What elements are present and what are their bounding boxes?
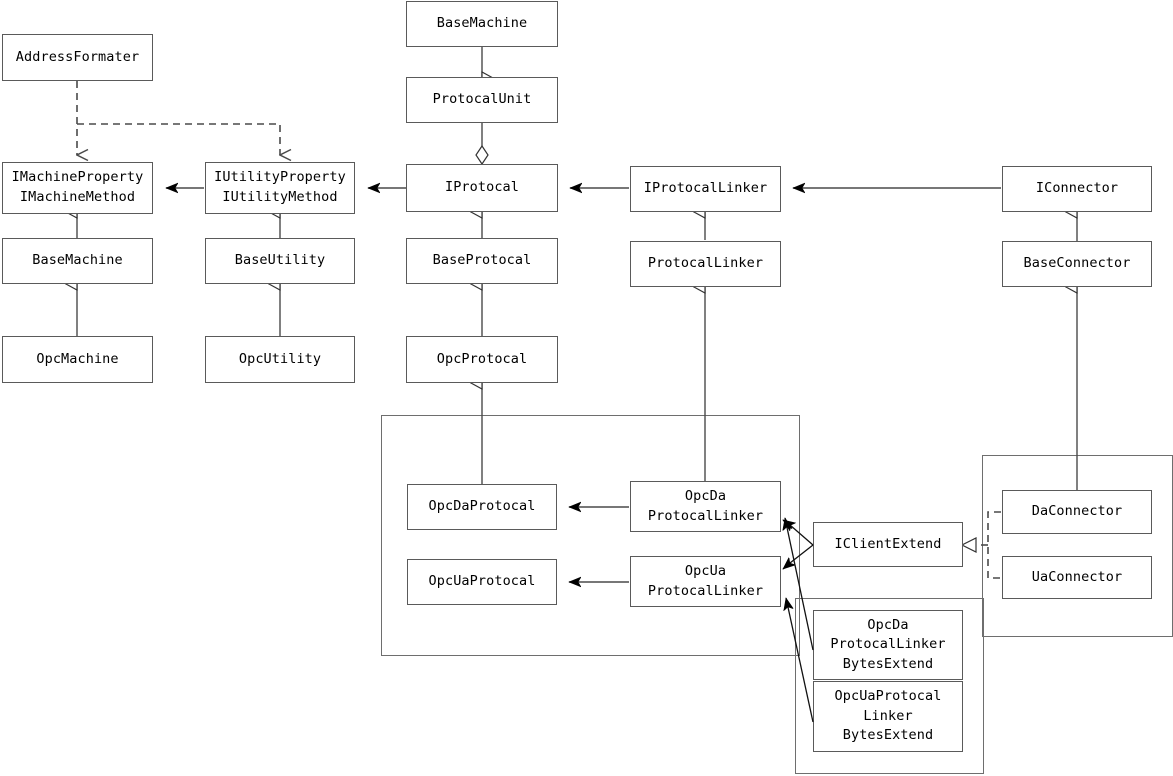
class-opc-protocal[interactable]: OpcProtocal <box>406 336 558 383</box>
class-iutility-property-method[interactable]: IUtilityProperty IUtilityMethod <box>205 162 355 214</box>
edge-address-formater-to-utility-iface <box>77 123 280 155</box>
class-opc-da-protocal[interactable]: OpcDaProtocal <box>407 484 557 530</box>
class-opc-da-protocal-linker[interactable]: OpcDa ProtocalLinker <box>630 481 781 532</box>
class-base-machine[interactable]: BaseMachine <box>2 238 153 284</box>
class-opc-da-protocal-linker-bytes-extend[interactable]: OpcDa ProtocalLinker BytesExtend <box>813 610 963 680</box>
class-opc-ua-protocal-linker-bytes-extend[interactable]: OpcUaProtocal Linker BytesExtend <box>813 681 963 752</box>
class-iconnector[interactable]: IConnector <box>1002 166 1152 212</box>
class-imachine-property-method[interactable]: IMachineProperty IMachineMethod <box>2 162 153 214</box>
class-opc-ua-protocal-linker[interactable]: OpcUa ProtocalLinker <box>630 556 781 607</box>
class-opc-machine[interactable]: OpcMachine <box>2 336 153 383</box>
class-iclient-extend[interactable]: IClientExtend <box>813 522 963 567</box>
class-address-formater[interactable]: AddressFormater <box>2 34 153 81</box>
class-iprotocal-linker[interactable]: IProtocalLinker <box>630 166 781 212</box>
class-base-protocal[interactable]: BaseProtocal <box>406 238 558 284</box>
edge-protocal-unit-to-iprotocal <box>475 122 489 166</box>
class-opc-ua-protocal[interactable]: OpcUaProtocal <box>407 559 557 605</box>
group-opc-connectors <box>982 455 1173 637</box>
class-base-machine-top[interactable]: BaseMachine <box>406 1 558 47</box>
class-protocal-unit[interactable]: ProtocalUnit <box>406 77 558 123</box>
class-opc-utility[interactable]: OpcUtility <box>205 336 355 383</box>
class-base-utility[interactable]: BaseUtility <box>205 238 355 284</box>
class-iprotocal[interactable]: IProtocal <box>406 164 558 212</box>
group-opc-protocal-linkers <box>381 415 800 656</box>
class-ua-connector[interactable]: UaConnector <box>1002 556 1152 599</box>
class-base-connector[interactable]: BaseConnector <box>1002 241 1152 287</box>
class-protocal-linker[interactable]: ProtocalLinker <box>630 241 781 287</box>
class-da-connector[interactable]: DaConnector <box>1002 490 1152 534</box>
